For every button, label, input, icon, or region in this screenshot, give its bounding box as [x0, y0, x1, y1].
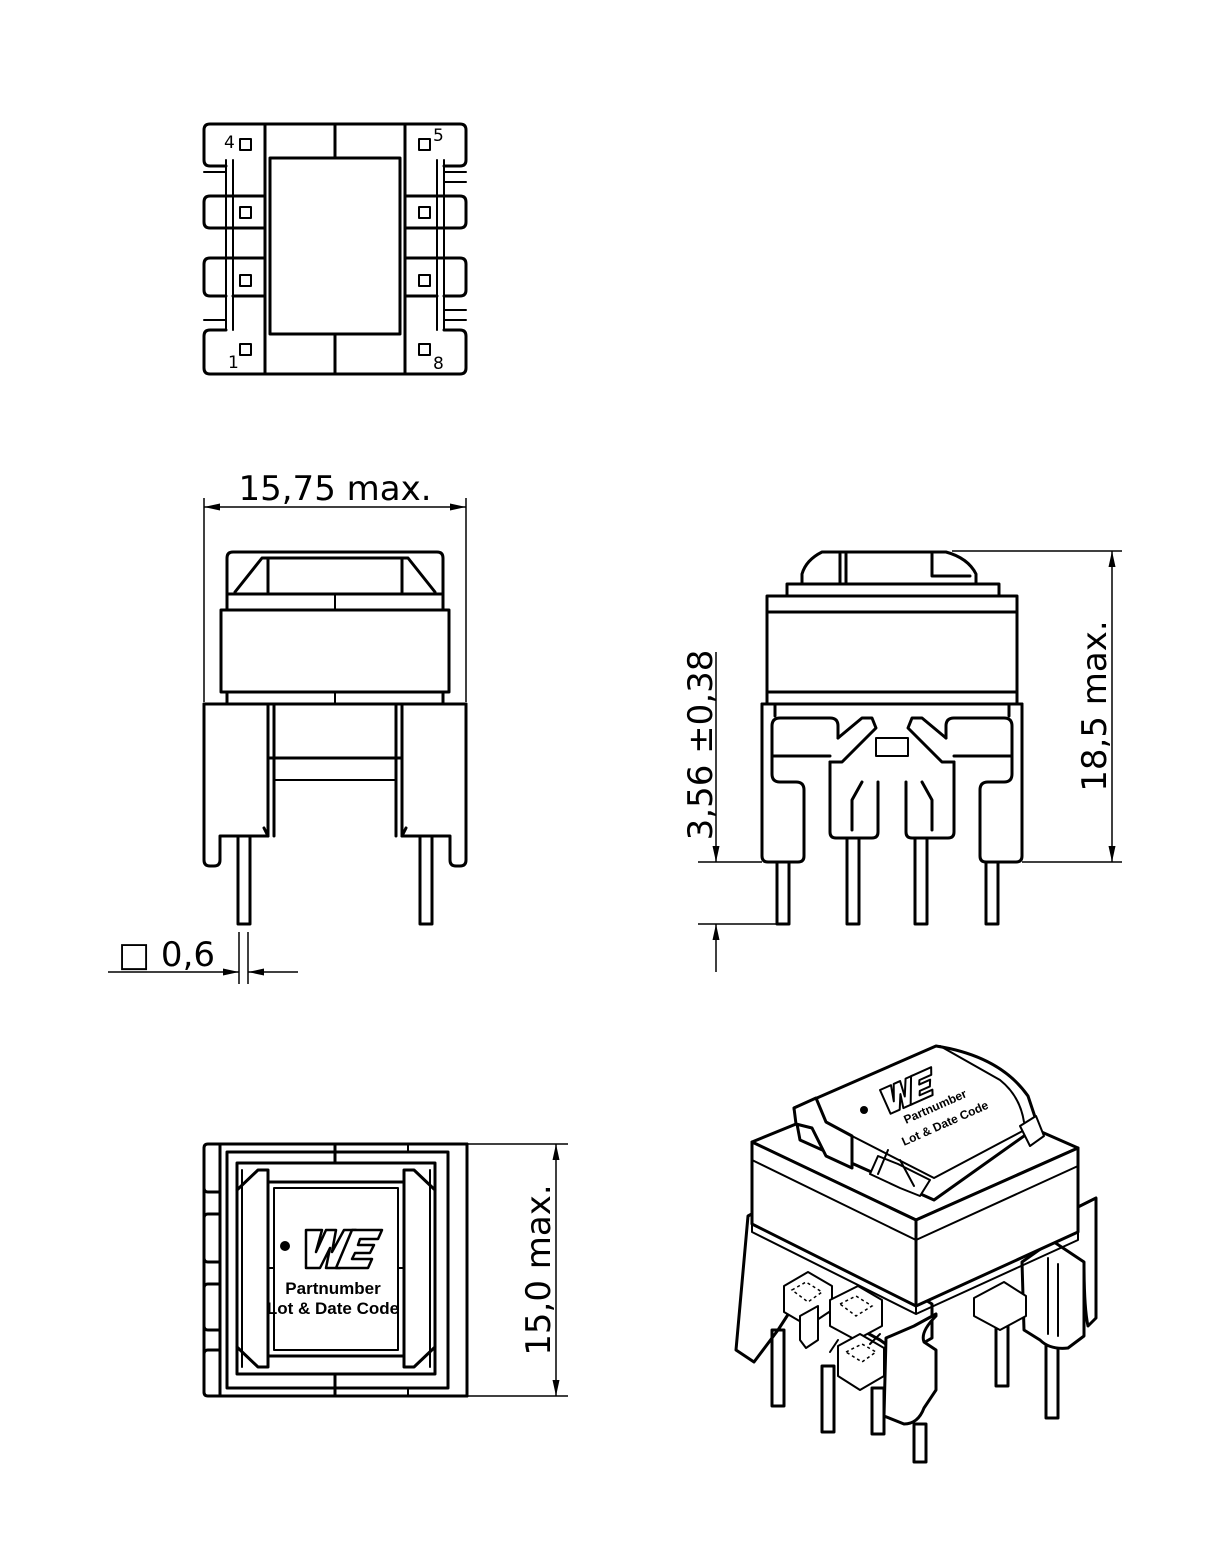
marking-partnumber: Partnumber [285, 1279, 381, 1298]
marking-view: Partnumber Lot & Date Code 15,0 max. [202, 1142, 568, 1398]
front-view: 15,75 max. □ 0,6 [108, 469, 468, 984]
standoff-dimension-label: 3,56 ±0,38 [681, 650, 721, 841]
pin-number-5: 5 [433, 126, 444, 146]
isometric-view: Partnumber Lot & Date Code [734, 1044, 1098, 1464]
pin-pad [239, 138, 252, 151]
pin-square-dimension-label: □ 0,6 [118, 935, 215, 975]
top-view: 4 5 1 8 [202, 122, 468, 376]
marking-lot-date-code: Lot & Date Code [267, 1299, 399, 1318]
width-dimension-label: 15,75 max. [238, 469, 431, 509]
pin-number-4: 4 [224, 133, 235, 153]
pin-pad [418, 274, 431, 287]
pin-pad [239, 206, 252, 219]
pin-number-8: 8 [433, 354, 444, 374]
side-view: 18,5 max. 3,56 ±0,38 [681, 550, 1122, 972]
pin-pad [239, 274, 252, 287]
pin-pad [418, 138, 431, 151]
height-dimension-label: 18,5 max. [1075, 620, 1115, 791]
we-logo [304, 1228, 384, 1270]
pin-pad [418, 343, 431, 356]
pin-pad [418, 206, 431, 219]
depth-dimension-label: 15,0 max. [519, 1184, 559, 1355]
we-logo-iso [879, 1066, 934, 1115]
pin-number-1: 1 [228, 353, 239, 373]
pin-pad [239, 343, 252, 356]
